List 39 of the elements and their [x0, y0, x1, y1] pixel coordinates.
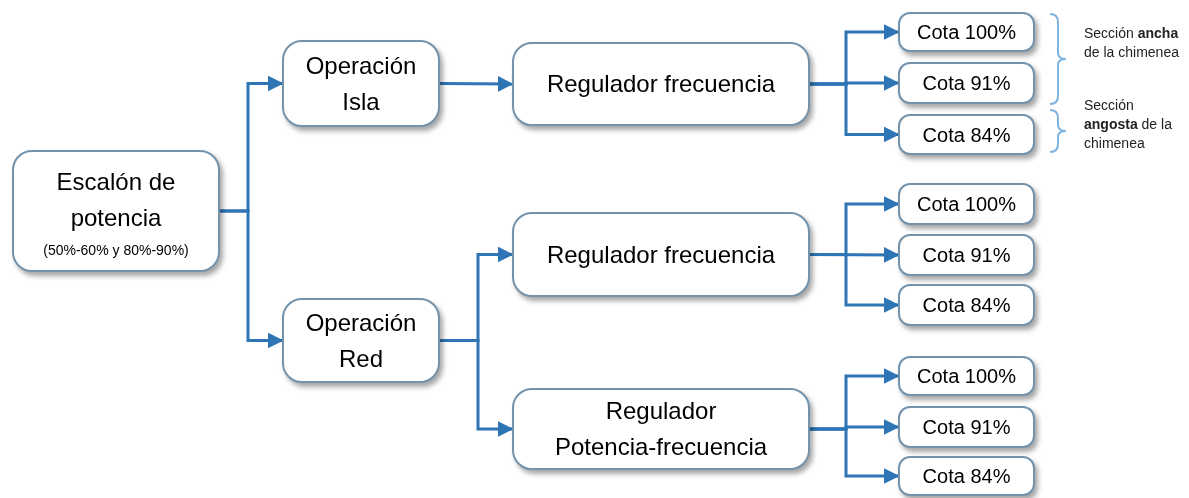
rounded-box: [898, 62, 1035, 104]
node-title: Cota 84%: [922, 293, 1011, 317]
node-title: Escalón de potencia: [55, 167, 177, 233]
section-note: Sección angosta de la chimenea: [1084, 96, 1173, 153]
rounded-box: [898, 183, 1035, 225]
node-title: Operación Red: [304, 307, 418, 374]
section-note: Sección ancha de la chimenea: [1084, 24, 1180, 62]
arrow: [810, 427, 900, 484]
rounded-box: [512, 42, 810, 126]
rounded-box: [898, 456, 1035, 496]
node-title: Cota 84%: [922, 122, 1011, 147]
rounded-box: [898, 234, 1035, 276]
rounded-box: [898, 356, 1035, 396]
rounded-box: [898, 406, 1035, 448]
arrow: [810, 253, 900, 313]
arrow: [220, 209, 284, 349]
arrow: [440, 339, 514, 437]
node-title: Cota 100%: [917, 192, 1016, 216]
rounded-box: [512, 212, 810, 297]
node-subtitle: (50%-60% y 80%-90%): [43, 242, 189, 258]
node-title: Cota 91%: [922, 243, 1011, 267]
rounded-box: [12, 150, 220, 272]
rounded-box: [512, 388, 810, 470]
node-title: Cota 100%: [917, 20, 1016, 44]
node-title: Cota 100%: [917, 364, 1016, 388]
rounded-box: [898, 284, 1035, 326]
node-title: Regulador frecuencia: [546, 69, 776, 99]
rounded-box: [898, 12, 1035, 52]
node-title: Regulador Potencia-frecuencia: [553, 396, 769, 462]
node-title: Regulador frecuencia: [546, 239, 776, 270]
rounded-box: [282, 40, 440, 127]
node-title: Cota 84%: [922, 464, 1011, 488]
rounded-box: [282, 298, 440, 383]
arrow: [810, 82, 900, 143]
arrow: [440, 75, 514, 92]
node-title: Cota 91%: [922, 415, 1011, 439]
node-title: Operación Isla: [304, 50, 418, 117]
rounded-box: [898, 114, 1035, 155]
node-title: Cota 91%: [922, 71, 1011, 95]
